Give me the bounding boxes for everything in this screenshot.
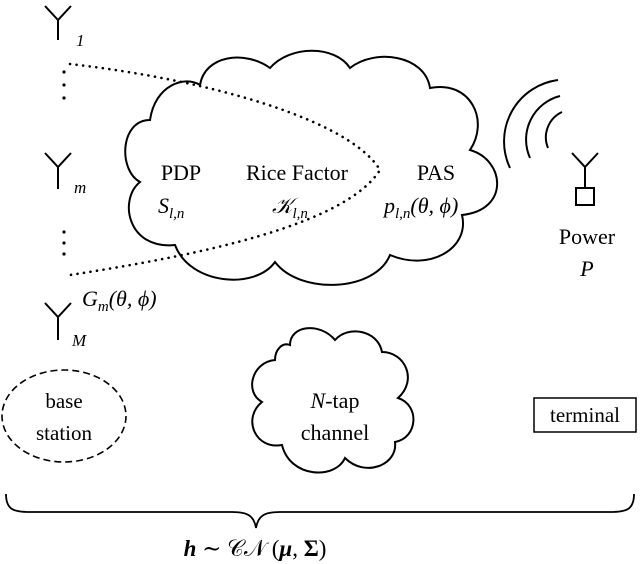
antenna-m-subscript: m bbox=[74, 178, 86, 197]
pdp-title: PDP bbox=[161, 160, 201, 185]
terminal-label: terminal bbox=[550, 403, 620, 427]
antenna-m: m bbox=[44, 152, 86, 197]
antenna-icon bbox=[44, 152, 72, 189]
small-cloud bbox=[251, 327, 415, 474]
ntap-line1: N-tap bbox=[310, 388, 360, 413]
power-symbol: P bbox=[579, 256, 593, 281]
antenna-M: M bbox=[44, 302, 87, 350]
base-station-ellipse bbox=[1, 369, 127, 463]
terminal-box bbox=[533, 397, 637, 433]
pas-title: PAS bbox=[417, 160, 455, 185]
signal-waves-icon bbox=[503, 79, 563, 169]
antenna-ellipsis-bottom bbox=[62, 230, 66, 256]
antenna-M-subscript: M bbox=[71, 331, 87, 350]
rice-formula: 𝒦l,n bbox=[272, 193, 308, 222]
pdp-formula: Sl,n bbox=[158, 193, 184, 222]
rice-title: Rice Factor bbox=[246, 160, 349, 185]
underbrace bbox=[5, 493, 635, 529]
ntap-line2: channel bbox=[301, 420, 369, 445]
big-cloud bbox=[124, 49, 499, 286]
antenna-ellipsis-top bbox=[62, 70, 66, 100]
gain-formula: Gm(θ, ϕ) bbox=[82, 286, 157, 315]
base-station-line2: station bbox=[36, 421, 92, 445]
pas-formula: pl,n(θ, ϕ) bbox=[382, 193, 458, 222]
antenna-icon bbox=[44, 5, 72, 40]
distribution-equation: h ∼ 𝒞𝒩 (μ, Σ) bbox=[184, 536, 327, 561]
antenna-icon bbox=[44, 302, 72, 340]
antenna-1: 1 bbox=[44, 5, 85, 50]
power-label: Power bbox=[559, 224, 616, 249]
terminal-antenna-icon bbox=[571, 152, 599, 206]
base-station-line1: base bbox=[45, 389, 82, 413]
beam-pattern bbox=[68, 62, 382, 277]
antenna-1-subscript: 1 bbox=[76, 31, 85, 50]
